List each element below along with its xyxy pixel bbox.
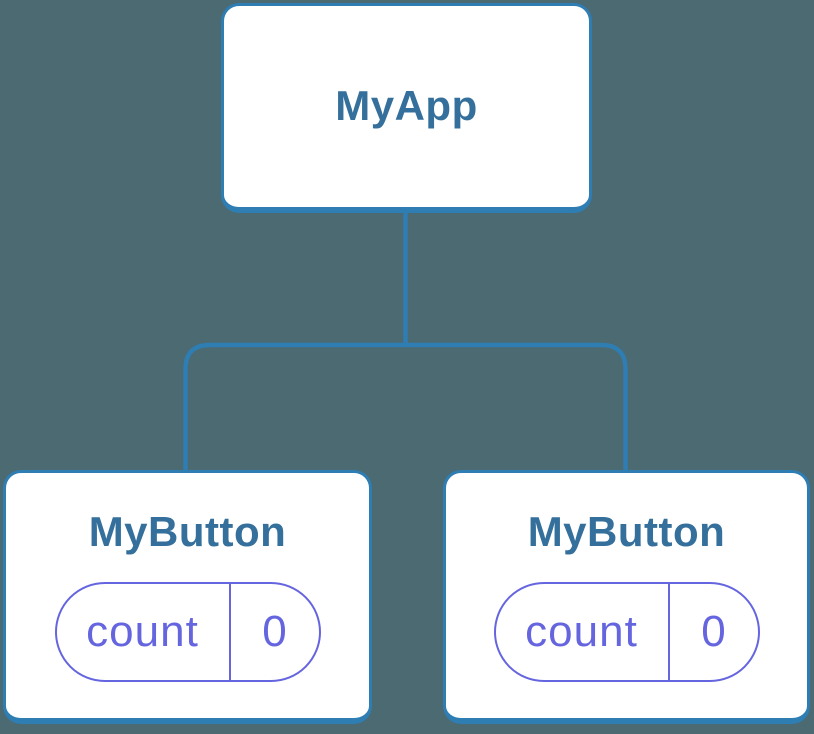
child-component-label: MyButton [527,508,726,556]
child-component-label: MyButton [88,508,287,556]
state-name: count [496,583,670,680]
state-pill: count 0 [493,581,760,682]
child-component-node-1: MyButton count 0 [3,470,372,724]
state-name: count [57,583,231,680]
state-value: 0 [262,606,287,656]
child-component-node-2: MyButton count 0 [443,470,810,724]
state-pill: count 0 [54,581,321,682]
root-component-label: MyApp [335,82,478,130]
root-component-node: MyApp [221,3,592,213]
branch-line [183,342,628,473]
state-value: 0 [701,606,726,656]
